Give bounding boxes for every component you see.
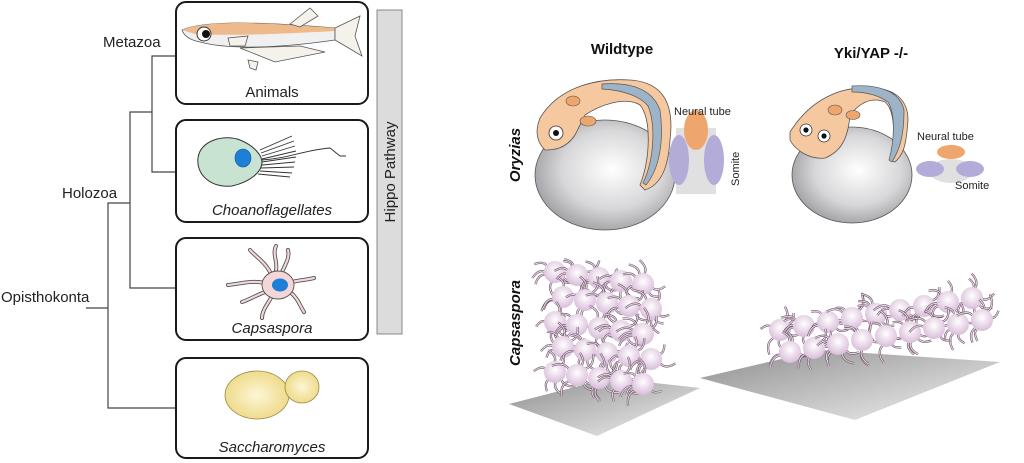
branch-opisthokonta xyxy=(107,202,176,409)
cell-cluster-tall xyxy=(531,258,677,406)
mutant-embryo xyxy=(789,85,913,224)
branch-holozoa xyxy=(129,111,176,289)
capsaspora-cell xyxy=(594,313,644,347)
organism-label-capsaspora: Capsaspora xyxy=(232,320,313,337)
row-label-capsaspora: Capsaspora xyxy=(507,280,524,366)
capsaspora-cell xyxy=(844,321,890,367)
organism-card-capsaspora: Capsaspora xyxy=(175,237,369,341)
cell-cluster-flat xyxy=(759,272,1000,371)
capsaspora-cell xyxy=(624,289,670,335)
branch-metazoa xyxy=(151,55,176,173)
capsaspora-cell xyxy=(615,307,658,347)
annotation-neural-tube-mut: Neural tube xyxy=(917,131,974,143)
organism-label-choanoflagellates: Choanoflagellates xyxy=(212,202,333,219)
capsaspora-cell xyxy=(588,352,620,403)
column-header-yki-yap: Yki/YAP -/- xyxy=(834,45,908,62)
column-header-wildtype: Wildtype xyxy=(591,41,653,58)
capsaspora-cell xyxy=(814,333,860,367)
capsaspora-cell xyxy=(759,306,803,355)
wildtype-cell-aggregate xyxy=(509,258,700,436)
capsaspora-cell xyxy=(553,258,601,292)
clade-label-metazoa: Metazoa xyxy=(103,34,161,51)
organism-label-saccharomyces: Saccharomyces xyxy=(219,439,326,456)
capsaspora-cell xyxy=(857,293,898,342)
clade-label-opisthokonta: Opisthokonta xyxy=(1,289,90,306)
organism-card-choanoflagellates: Choanoflagellates xyxy=(175,119,369,223)
capsaspora-cell xyxy=(551,352,597,397)
capsaspora-cell xyxy=(908,308,954,342)
capsaspora-cell-icon xyxy=(226,244,316,320)
mutant-cross-section xyxy=(916,145,984,183)
clade-label-holozoa: Holozoa xyxy=(62,185,118,202)
organism-card-saccharomyces: Saccharomyces xyxy=(175,357,369,459)
mutant-cell-aggregate xyxy=(700,272,1000,420)
capsaspora-cell xyxy=(619,357,663,406)
phylogenetic-tree xyxy=(86,55,176,409)
organism-card-animals: Animals xyxy=(175,1,369,105)
wildtype-cross-section xyxy=(669,110,724,194)
fish-icon xyxy=(181,7,363,71)
capsaspora-cell xyxy=(892,309,935,356)
annotation-neural-tube-wt: Neural tube xyxy=(674,106,731,118)
annotation-somite-wt: Somite xyxy=(730,152,742,186)
hippo-pathway-label: Hippo Pathway xyxy=(382,121,399,222)
capsaspora-cell xyxy=(923,280,969,316)
wildtype-embryo xyxy=(534,79,676,231)
capsaspora-cell xyxy=(956,293,1000,344)
annotation-somite-mut: Somite xyxy=(955,180,989,192)
choanoflagellate-icon xyxy=(197,135,346,187)
organism-label-animals: Animals xyxy=(245,84,298,101)
capsaspora-cell xyxy=(780,315,815,350)
capsaspora-cell xyxy=(622,259,666,298)
yeast-icon xyxy=(224,370,320,420)
row-label-oryzias: Oryzias xyxy=(507,128,524,182)
hippo-pathway-bar: Hippo Pathway xyxy=(376,9,403,335)
